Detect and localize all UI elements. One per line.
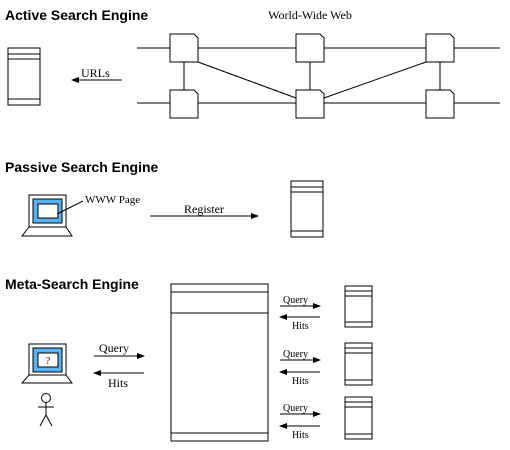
web-page-node (295, 89, 325, 119)
engine-link-2: Query Hits (279, 349, 321, 387)
passive-search-section: Passive Search Engine WWW Page Register (5, 159, 324, 238)
hits-label: Hits (292, 376, 309, 387)
engine-link-3: Query Hits (279, 403, 321, 441)
query-label: Query (283, 349, 308, 360)
query-label: Query (283, 403, 308, 414)
user-query-label: Query (99, 341, 129, 355)
passive-engine-server-icon (290, 180, 324, 238)
engine-server-icon (344, 342, 373, 386)
web-page-node (169, 89, 199, 119)
www-page-label: WWW Page (85, 194, 140, 206)
web-page-nodes (169, 33, 455, 119)
hits-label: Hits (292, 321, 309, 332)
active-search-section: Active Search Engine World-Wide Web URLs (5, 7, 500, 119)
urls-label: URLs (81, 66, 110, 80)
meta-engine-server-icon (170, 283, 269, 442)
engine-server-icon (344, 285, 373, 328)
meta-search-section: Meta-Search Engine ? Query Hits (5, 276, 373, 442)
passive-search-heading: Passive Search Engine (5, 159, 159, 175)
user-hits-label: Hits (108, 376, 128, 390)
meta-search-heading: Meta-Search Engine (5, 276, 139, 292)
user-computer-icon (20, 343, 73, 384)
query-label: Query (283, 295, 308, 306)
active-engine-server-icon (7, 47, 41, 106)
web-page-node (425, 89, 455, 119)
register-label: Register (184, 202, 224, 216)
web-page-node (295, 33, 325, 63)
screen-question-mark: ? (46, 356, 51, 367)
world-wide-web-label: World-Wide Web (268, 8, 352, 22)
web-page-node (425, 33, 455, 63)
hits-label: Hits (292, 430, 309, 441)
web-page-node (169, 33, 199, 63)
active-search-heading: Active Search Engine (5, 7, 148, 23)
user-figure-icon (38, 393, 54, 427)
www-page-computer-icon (20, 194, 73, 237)
engine-server-icon (344, 396, 373, 440)
engine-link-1: Query Hits (279, 295, 321, 332)
www-page-pointer (56, 200, 84, 215)
